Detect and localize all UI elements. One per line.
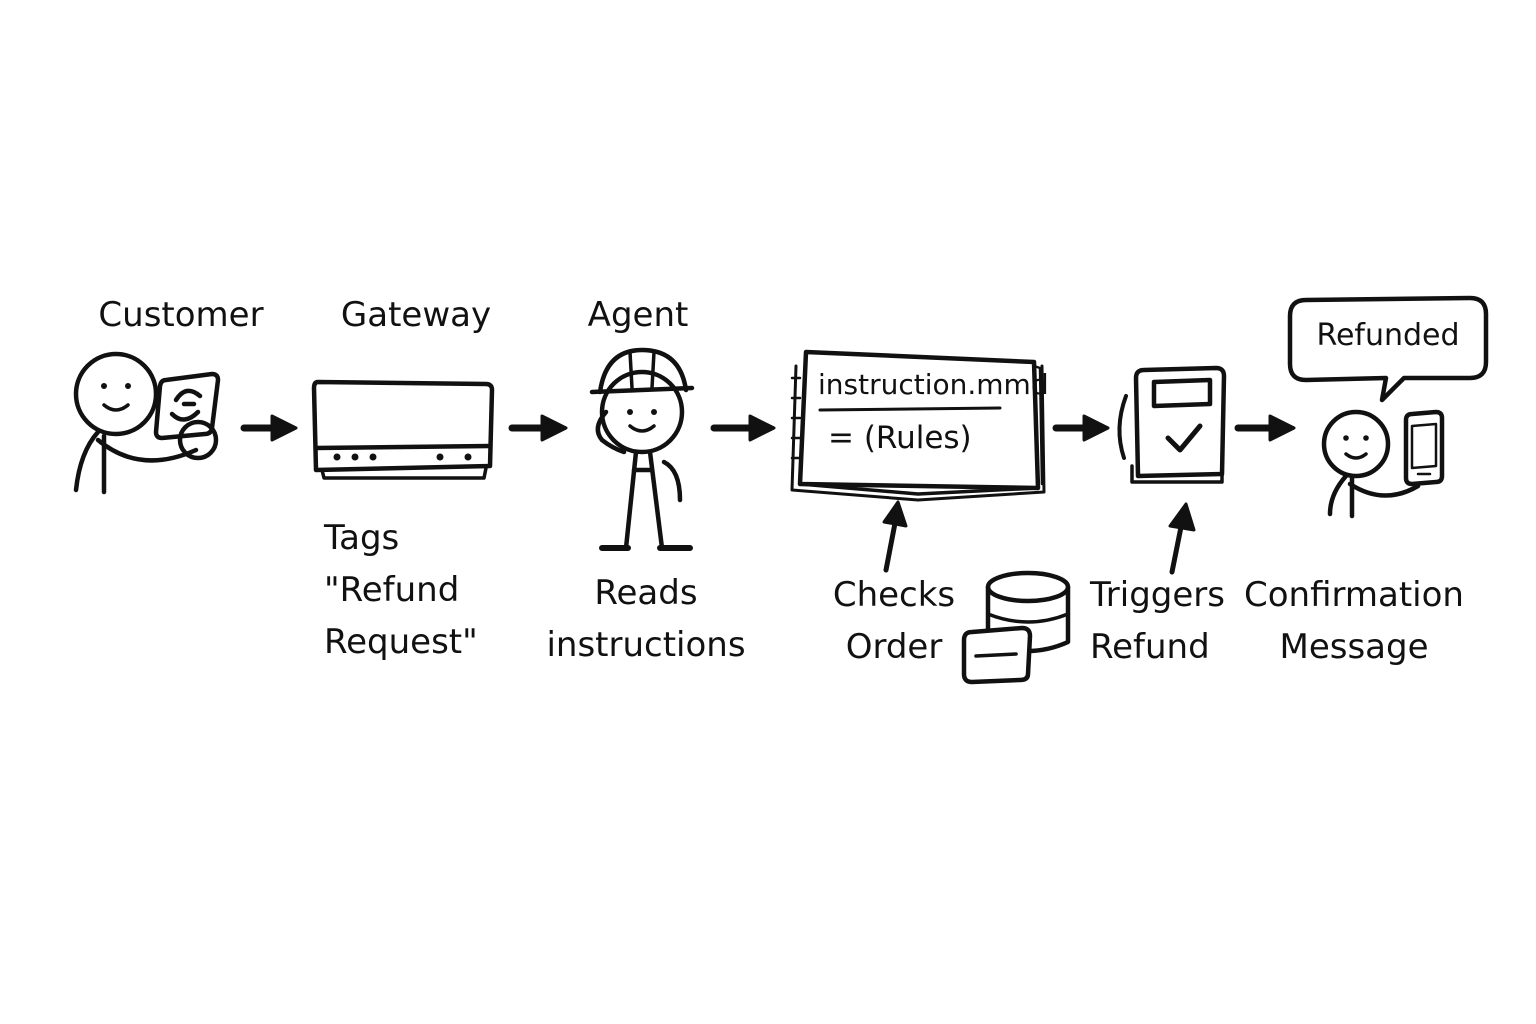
person-with-phone-icon — [73, 351, 221, 495]
refund-caption-line: Triggers — [1090, 575, 1225, 615]
gateway-caption-line: "Refund — [324, 570, 460, 610]
gateway-caption-line: Tags — [324, 518, 400, 558]
arrow-refund-to-confirmation — [1234, 414, 1296, 442]
database-icon — [961, 570, 1071, 685]
check-order-caption-line: Order — [845, 627, 943, 667]
refund-caption: Triggers Refund — [1090, 569, 1225, 673]
gateway-label: Gateway — [340, 295, 492, 335]
payment-terminal-icon — [1117, 365, 1227, 484]
arrow-refund-up — [1168, 502, 1196, 575]
arrow-customer-to-gateway — [240, 414, 298, 442]
bubble-text: Refunded — [1316, 318, 1460, 353]
check-order-caption: Checks Order — [833, 569, 955, 673]
gateway-caption-line: Request" — [324, 622, 478, 662]
arrow-check-order-to-instructions — [882, 500, 908, 573]
check-order-caption-line: Checks — [832, 575, 956, 615]
arrow-agent-to-instructions — [710, 414, 776, 442]
agent-label: Agent — [587, 295, 689, 335]
gateway-device-icon — [311, 379, 495, 480]
agent-caption: Reads instructions — [546, 567, 745, 671]
refund-caption-line: Refund — [1090, 627, 1210, 667]
arrow-instructions-to-refund — [1052, 414, 1110, 442]
agent-caption-line: Reads — [594, 573, 698, 613]
book-title: instruction.mmd — [818, 368, 1049, 401]
arrow-gateway-to-agent — [508, 414, 568, 442]
confirmation-caption-line: Confirmation — [1244, 575, 1464, 615]
confirmation-caption: Confirmation Message — [1244, 569, 1464, 673]
confirmation-person-icon — [1321, 409, 1445, 519]
agent-caption-line: instructions — [546, 625, 746, 665]
confirmation-caption-line: Message — [1279, 627, 1429, 667]
gateway-caption: Tags "Refund Request" — [324, 512, 478, 668]
agent-hardhat-icon — [589, 347, 695, 551]
speech-bubble-icon — [1287, 295, 1489, 403]
customer-label: Customer — [98, 295, 264, 335]
open-book-icon — [790, 349, 1046, 502]
book-subtitle: = (Rules) — [828, 420, 972, 456]
